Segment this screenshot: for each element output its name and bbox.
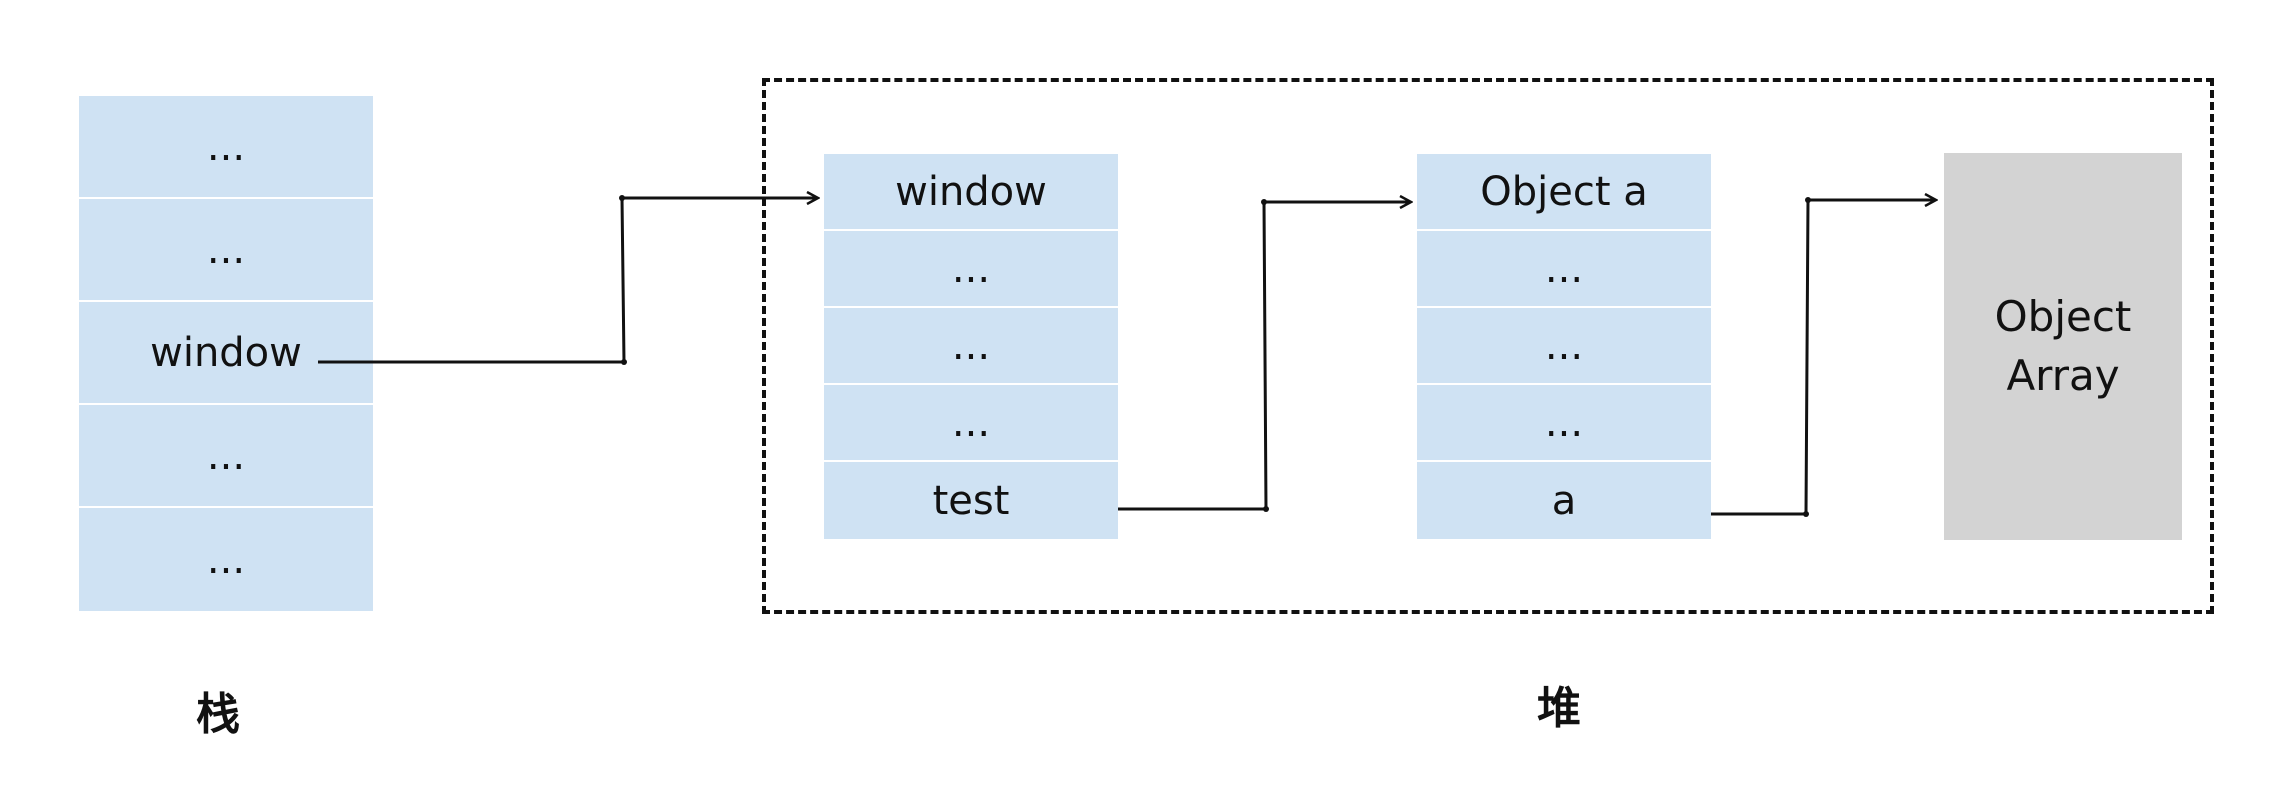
arrow-test-to-object-a: [1118, 202, 1411, 511]
object-a-cell: ...: [1417, 385, 1711, 462]
object-a-cell-a: a: [1417, 462, 1711, 539]
window-object-cell: ...: [824, 231, 1118, 308]
arrow-joint-dot: [1803, 511, 1809, 517]
object-a-header: Object a: [1417, 154, 1711, 231]
arrow-joint-dot: [1261, 199, 1267, 205]
object-a-cell: ...: [1417, 231, 1711, 308]
window-object-cell: ...: [824, 385, 1118, 462]
window-object-cell-test: test: [824, 462, 1118, 539]
stack-column: ... ... window ... ...: [79, 96, 373, 611]
stack-cell: ...: [79, 508, 373, 611]
heap-caption: 堆: [1537, 683, 1581, 734]
heap-region-border: [762, 78, 2214, 614]
arrow-joint-dot: [621, 359, 627, 365]
stack-cell-window: window: [79, 302, 373, 405]
arrow-a-to-object-array: [1711, 200, 1936, 516]
object-a-column: Object a ... ... ... a: [1417, 154, 1711, 539]
object-array-box: Object Array: [1944, 153, 2182, 540]
object-a-cell: ...: [1417, 308, 1711, 385]
arrow-joint-dot: [619, 195, 625, 201]
stack-caption: 栈: [196, 689, 240, 740]
stack-cell: ...: [79, 199, 373, 302]
window-object-cell: ...: [824, 308, 1118, 385]
stack-cell: ...: [79, 96, 373, 199]
arrow-joint-dot: [1805, 197, 1811, 203]
object-array-label-line1: Object: [1994, 291, 2132, 341]
arrow-stack-to-window-object: [318, 198, 818, 364]
stack-cell: ...: [79, 405, 373, 508]
window-object-column: window ... ... ... test: [824, 154, 1118, 539]
object-array-label-line2: Array: [2006, 350, 2120, 400]
window-object-header: window: [824, 154, 1118, 231]
arrow-joint-dot: [1263, 506, 1269, 512]
